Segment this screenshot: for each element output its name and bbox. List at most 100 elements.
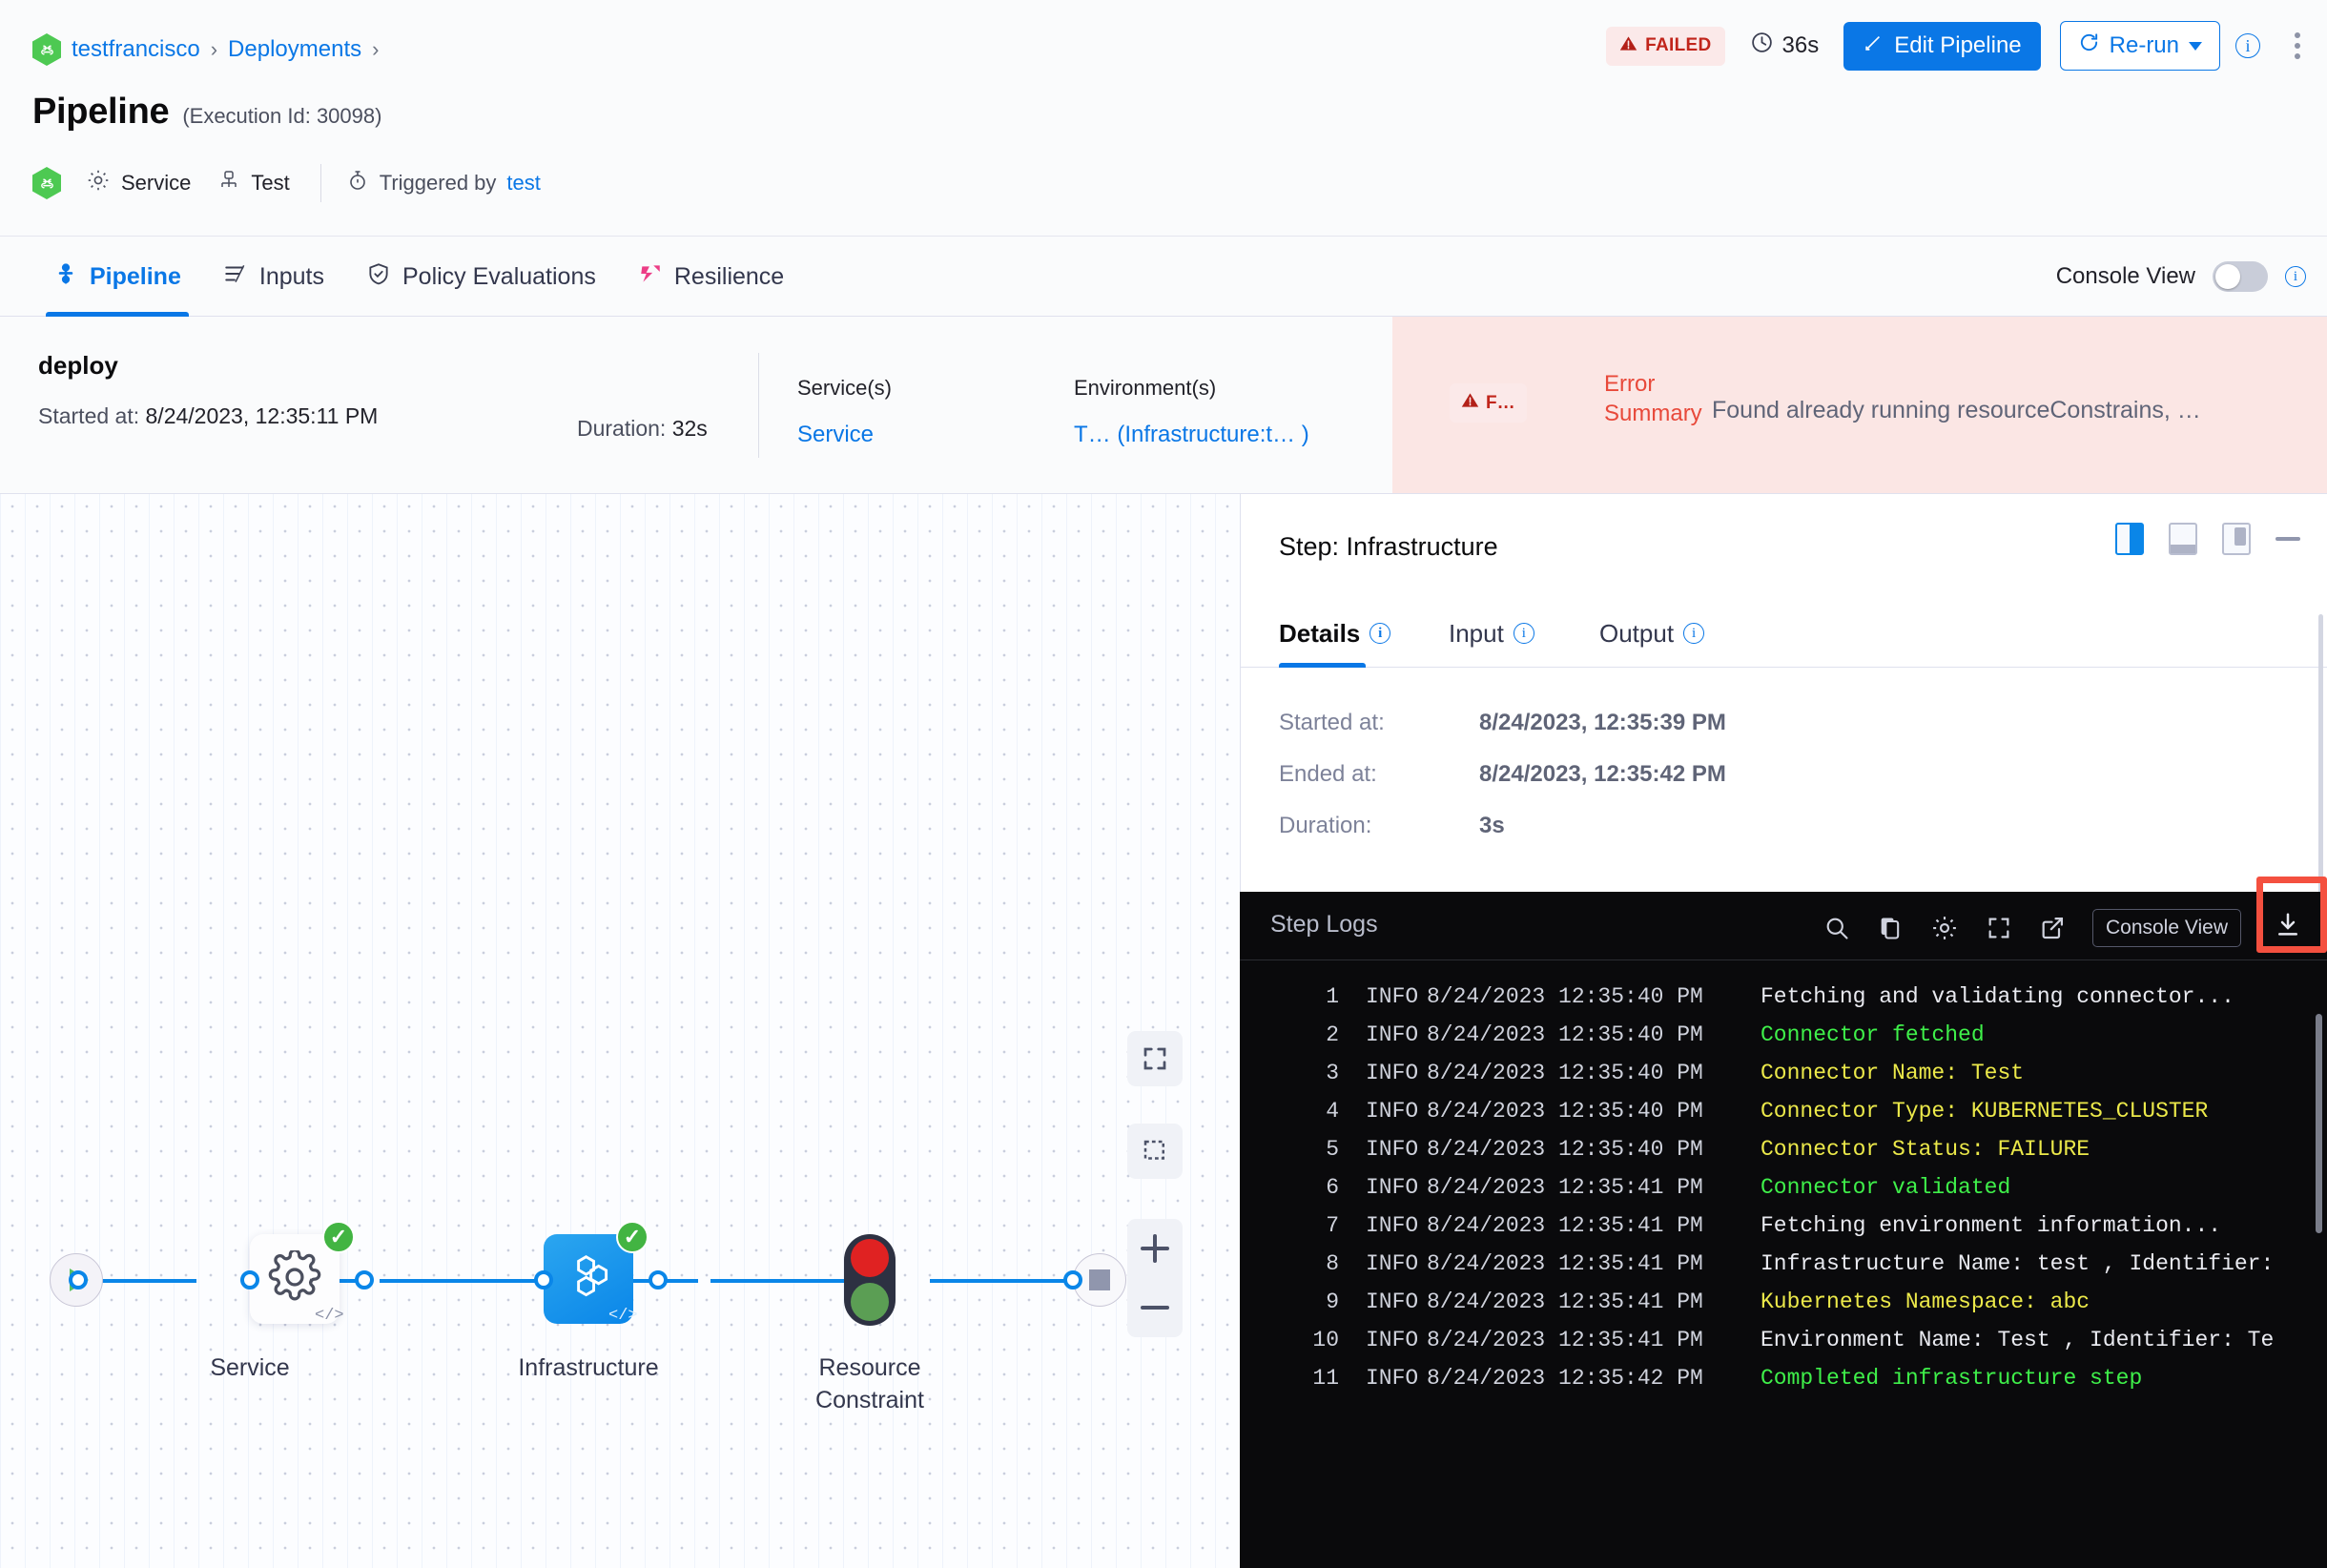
log-line-level: INFO: [1366, 1328, 1419, 1352]
panel-float-layout-button[interactable]: [2222, 523, 2251, 555]
log-line-level: INFO: [1366, 1175, 1419, 1200]
tab-resilience[interactable]: Resilience: [617, 237, 805, 317]
graph-node-infrastructure[interactable]: [544, 1234, 633, 1324]
step-panel-scrollbar[interactable]: [2318, 614, 2323, 900]
service-node-output-port: [355, 1270, 374, 1289]
tab-inputs[interactable]: Inputs: [202, 237, 345, 317]
error-summary-label: Error Summary: [1604, 370, 1717, 428]
page-title: Pipeline: [32, 92, 170, 132]
logs-vertical-scrollbar[interactable]: [2316, 1014, 2322, 1233]
console-view-toggle[interactable]: [2213, 261, 2268, 292]
step-tab-output-label: Output: [1599, 618, 1675, 648]
breadcrumb-item-deployments[interactable]: Deployments: [228, 36, 362, 62]
meta-trigger-label: Triggered by: [379, 171, 497, 195]
toggle-knob: [2215, 264, 2240, 289]
log-line-timestamp: 8/24/2023 12:35:41 PM: [1427, 1175, 1703, 1200]
start-node-port: [69, 1270, 88, 1289]
tab-policy-evaluations[interactable]: Policy Evaluations: [345, 237, 617, 317]
execution-duration-value: 36s: [1781, 32, 1820, 58]
graph-node-resource-constraint[interactable]: [844, 1234, 896, 1326]
detail-key: Started at:: [1279, 710, 1385, 735]
gear-icon[interactable]: [1930, 914, 1959, 942]
detail-value: 3s: [1479, 813, 1505, 838]
log-line-message: Connector Status: FAILURE: [1761, 1137, 2090, 1162]
fit-to-screen-button[interactable]: [1127, 1031, 1183, 1086]
search-icon[interactable]: [1823, 915, 1850, 941]
tab-pipeline-label: Pipeline: [90, 262, 181, 290]
code-glyph-icon-2: </>: [608, 1307, 638, 1325]
detail-row-duration: Duration: 3s: [1279, 813, 2327, 839]
summary-services-value[interactable]: Service: [797, 422, 875, 447]
copy-icon[interactable]: [1877, 915, 1904, 941]
stop-square-icon: [1089, 1269, 1110, 1290]
log-line-number: 8: [1326, 1251, 1339, 1276]
refresh-icon: [2078, 31, 2100, 60]
breadcrumb-separator-2: ›: [372, 37, 380, 61]
log-line: 6 INFO 8/24/2023 12:35:41 PM Connector v…: [1240, 1168, 2327, 1207]
details-info-icon[interactable]: i: [1369, 623, 1391, 644]
zoom-in-button[interactable]: [1127, 1219, 1183, 1278]
execution-duration: 36s: [1750, 31, 1820, 61]
graph-node-service[interactable]: [250, 1234, 340, 1324]
input-info-icon[interactable]: i: [1513, 623, 1534, 644]
infrastructure-node-output-port: [649, 1270, 668, 1289]
step-tab-details[interactable]: Details i: [1279, 599, 1391, 668]
rerun-button[interactable]: Re-run: [2059, 21, 2220, 71]
step-tab-output[interactable]: Output i: [1599, 599, 1705, 668]
error-summary-message: Found already running resourceConstrains…: [1712, 397, 2201, 423]
step-panel-header: Step: Infrastructure: [1241, 494, 2327, 599]
summary-environments-value[interactable]: T… (Infrastructure:t… ): [1074, 422, 1309, 447]
console-view-info-icon[interactable]: i: [2285, 266, 2306, 287]
summary-environments-header: Environment(s): [1074, 376, 1217, 400]
service-node-input-port: [240, 1270, 259, 1289]
stage-started-at-value: 8/24/2023, 12:35:11 PM: [145, 403, 379, 428]
meta-trigger-user[interactable]: test: [506, 171, 541, 195]
fullscreen-icon[interactable]: [1986, 915, 2012, 941]
infrastructure-icon: [561, 1249, 616, 1310]
log-line-number: 11: [1312, 1366, 1339, 1391]
select-area-button[interactable]: [1127, 1124, 1183, 1179]
meta-service: Service: [86, 168, 191, 198]
kebab-menu-icon[interactable]: [2289, 27, 2306, 65]
log-line-number: 9: [1326, 1289, 1339, 1314]
edit-pipeline-button[interactable]: Edit Pipeline: [1843, 21, 2041, 71]
infrastructure-node-input-port: [534, 1270, 553, 1289]
log-line-message: Fetching and validating connector...: [1761, 984, 2234, 1009]
stage-duration: Duration: 32s: [577, 416, 708, 442]
page-header: testfrancisco › Deployments › Pipeline (…: [0, 0, 2327, 237]
tab-policy-label: Policy Evaluations: [402, 262, 596, 290]
log-line-level: INFO: [1366, 1022, 1419, 1047]
step-tab-input[interactable]: Input i: [1449, 599, 1534, 668]
execution-id: (Execution Id: 30098): [182, 104, 382, 128]
edit-pipeline-label: Edit Pipeline: [1894, 32, 2022, 58]
log-line-level: INFO: [1366, 1137, 1419, 1162]
panel-right-layout-button[interactable]: [2115, 523, 2144, 555]
log-line-timestamp: 8/24/2023 12:35:41 PM: [1427, 1213, 1703, 1238]
log-line-message: Connector validated: [1761, 1175, 2011, 1200]
breadcrumb-item-org[interactable]: testfrancisco: [72, 36, 200, 62]
node-status-success-icon-2: ✓: [616, 1221, 649, 1253]
external-link-icon[interactable]: [2039, 915, 2066, 941]
rerun-info-icon[interactable]: i: [2235, 33, 2260, 58]
panel-bottom-layout-button[interactable]: [2169, 523, 2197, 555]
step-panel-tabs: Details i Input i Output i: [1241, 599, 2327, 668]
log-line-level: INFO: [1366, 1213, 1419, 1238]
gear-icon: [268, 1248, 321, 1309]
console-view-label: Console View: [2055, 263, 2195, 289]
chevron-down-icon[interactable]: [2189, 41, 2202, 51]
minimize-panel-button[interactable]: [2276, 537, 2300, 541]
clock-icon: [1750, 31, 1774, 61]
summary-services-header: Service(s): [797, 376, 893, 400]
zoom-out-button[interactable]: [1127, 1278, 1183, 1337]
tab-pipeline[interactable]: Pipeline: [32, 237, 202, 317]
traffic-light-green-icon: [851, 1282, 889, 1321]
log-line-level: INFO: [1366, 1366, 1419, 1391]
step-details-list: Started at: 8/24/2023, 12:35:39 PM Ended…: [1241, 668, 2327, 839]
download-logs-button[interactable]: [2256, 877, 2327, 953]
logs-console-view-button[interactable]: Console View: [2091, 908, 2241, 947]
output-info-icon[interactable]: i: [1683, 623, 1705, 644]
shield-check-icon: [366, 261, 391, 293]
step-logs-body[interactable]: 1 INFO 8/24/2023 12:35:40 PM Fetching an…: [1240, 960, 2327, 1568]
log-line-message: Connector Name: Test: [1761, 1061, 2025, 1085]
environment-icon: [217, 169, 240, 197]
